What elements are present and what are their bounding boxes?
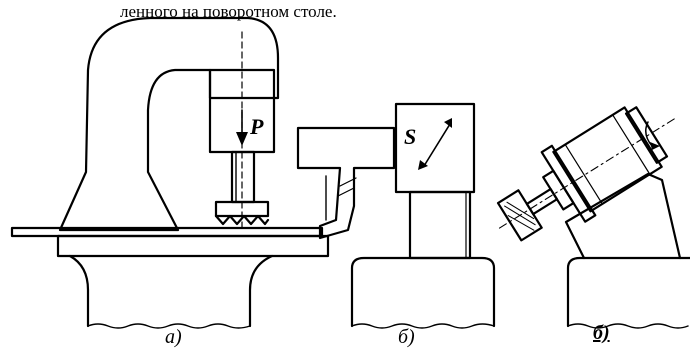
rotation-arrow (646, 122, 652, 146)
base-break (88, 324, 250, 328)
label-b: б) (398, 326, 415, 348)
figure-a: P (12, 18, 328, 328)
label-v: б) (593, 322, 610, 344)
label-a: а) (165, 326, 182, 348)
cutter-teeth (216, 216, 268, 224)
figure-b: S (298, 104, 494, 328)
force-symbol: P (249, 114, 264, 139)
rotary-base (568, 258, 690, 326)
machine-table (58, 236, 328, 256)
feed-arrow (424, 124, 450, 166)
column (410, 192, 470, 258)
machine-base (70, 256, 272, 326)
column-base (352, 258, 494, 326)
frame-body (60, 18, 278, 230)
rotary-base-break (568, 324, 688, 328)
feed-symbol: S (404, 124, 416, 149)
tilted-support (566, 174, 680, 258)
figure-v (477, 83, 690, 328)
tilted-housing (553, 107, 661, 211)
caption-text: ленного на поворотном столе. (120, 2, 337, 21)
tilted-axis (500, 119, 675, 228)
column-base-break (352, 324, 494, 328)
horizontal-arm (298, 128, 394, 238)
